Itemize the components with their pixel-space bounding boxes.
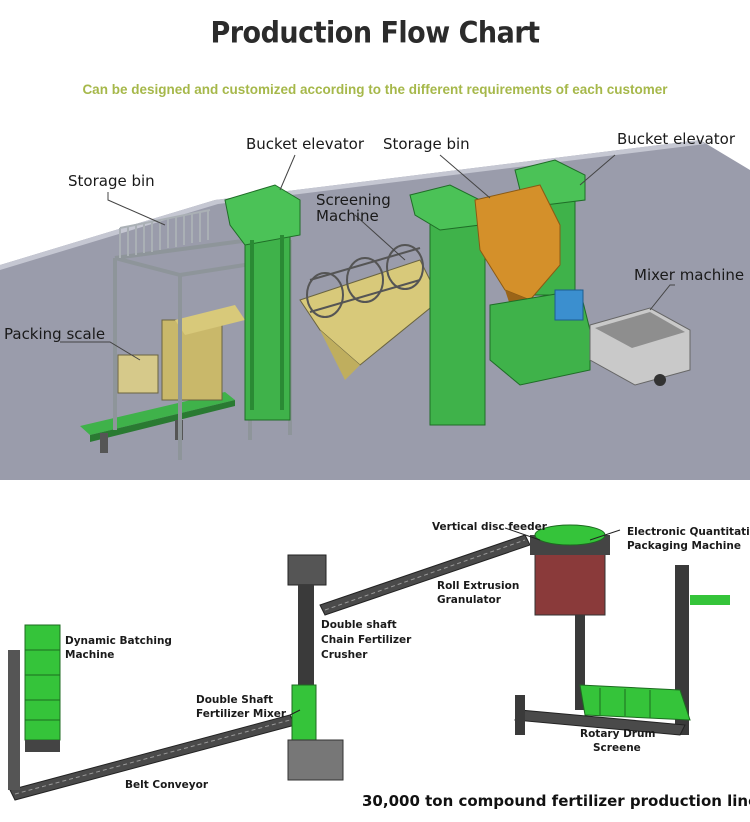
label-vertical-disc-feeder: Vertical disc feeder bbox=[432, 521, 548, 533]
label-storage-bin-left: Storage bin bbox=[68, 172, 155, 190]
top-plant-illustration: Storage bin Bucket elevator Screening Ma… bbox=[0, 130, 750, 480]
label-rotary-2: Screene bbox=[593, 742, 641, 754]
bucket-elevator-left bbox=[224, 184, 301, 421]
green-processing-machines bbox=[489, 289, 591, 386]
label-belt-conveyor: Belt Conveyor bbox=[125, 779, 209, 791]
rotary-drum-screen bbox=[514, 684, 691, 736]
label-screening-1: Screening bbox=[316, 191, 391, 209]
top-leader-lines bbox=[60, 154, 675, 361]
label-roll-1: Roll Extrusion bbox=[437, 580, 519, 592]
page-title: Production Flow Chart bbox=[210, 16, 540, 51]
label-rotary-1: Rotary Drum bbox=[580, 728, 655, 740]
label-electronic-2: Packaging Machine bbox=[627, 540, 741, 552]
label-mixer-2: Fertilizer Mixer bbox=[196, 708, 287, 720]
label-storage-bin-right: Storage bin bbox=[383, 135, 470, 153]
label-mixer-machine: Mixer machine bbox=[634, 266, 744, 284]
label-batching-1: Dynamic Batching bbox=[65, 635, 172, 647]
mixer-machine bbox=[589, 307, 691, 386]
packing-scale-machine bbox=[80, 305, 245, 453]
page-subtitle: Can be designed and customized according… bbox=[82, 82, 668, 97]
label-screening-2: Machine bbox=[316, 207, 379, 225]
storage-bin-left-rails bbox=[119, 209, 211, 258]
bottom-leader-lines bbox=[289, 527, 621, 716]
label-roll-2: Granulator bbox=[437, 594, 502, 606]
caption: 30,000 ton compound fertilizer productio… bbox=[362, 792, 750, 810]
dynamic-batching-machine bbox=[8, 624, 61, 790]
label-packing-scale: Packing scale bbox=[4, 325, 105, 343]
label-crusher-1: Double shaft bbox=[321, 619, 397, 631]
bottom-production-line-diagram: Vertical disc feeder Electronic Quantita… bbox=[8, 521, 750, 810]
screening-machine bbox=[299, 244, 441, 380]
label-mixer-1: Double Shaft bbox=[196, 694, 273, 706]
label-bucket-elevator-right: Bucket elevator bbox=[617, 130, 736, 148]
crusher-mixer-tower bbox=[287, 554, 344, 781]
label-bucket-elevator-left: Bucket elevator bbox=[246, 135, 365, 153]
label-batching-2: Machine bbox=[65, 649, 114, 661]
label-crusher-3: Crusher bbox=[321, 649, 368, 661]
label-crusher-2: Chain Fertilizer bbox=[321, 634, 412, 646]
label-electronic-1: Electronic Quantitative bbox=[627, 526, 750, 538]
granulator-packaging bbox=[530, 524, 730, 735]
